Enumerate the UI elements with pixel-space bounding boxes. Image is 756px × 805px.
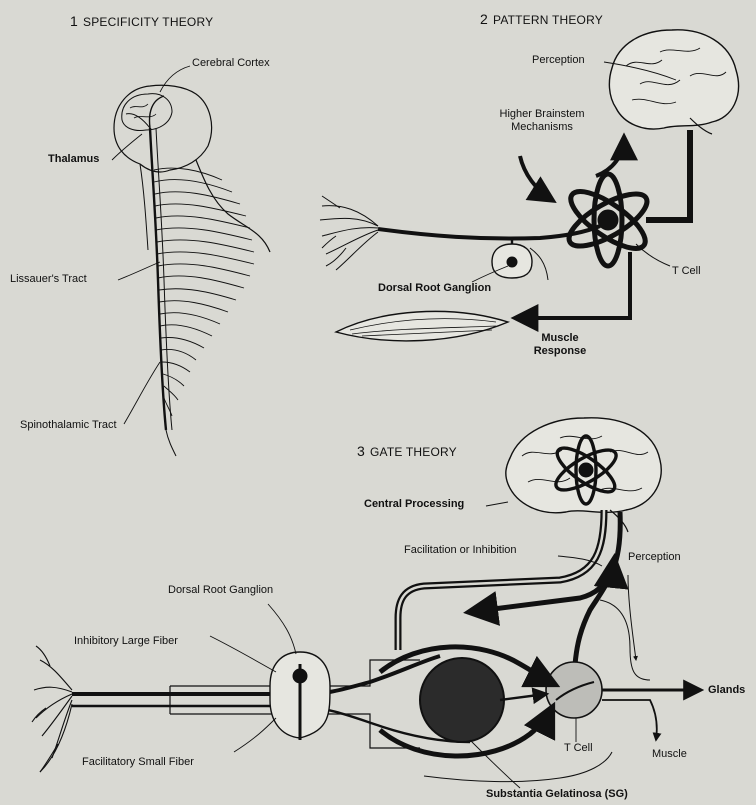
gate-figure <box>32 418 700 788</box>
label-cerebral-cortex: Cerebral Cortex <box>192 57 270 70</box>
label-substantia-gelatinosa: Substantia Gelatinosa (SG) <box>486 788 628 801</box>
label-muscle-response-line2: Response <box>520 345 600 358</box>
inhibitory-large-fiber <box>72 656 440 694</box>
gate-title-text: GATE THEORY <box>370 445 457 459</box>
specificity-title: 1 SPECIFICITY THEORY <box>70 13 213 30</box>
gate-title: 3 GATE THEORY <box>357 443 457 460</box>
label-gate-dorsal-root-ganglion: Dorsal Root Ganglion <box>168 584 273 597</box>
label-muscle: Muscle <box>652 748 687 761</box>
gate-number: 3 <box>357 443 365 459</box>
gate-dendrites <box>32 646 72 772</box>
substantia-gelatinosa <box>420 658 504 742</box>
label-inhibitory-large-fiber: Inhibitory Large Fiber <box>74 635 178 648</box>
label-central-processing: Central Processing <box>364 498 464 511</box>
label-muscle-response-line1: Muscle <box>520 332 600 345</box>
label-higher-brainstem-line1: Higher Brainstem <box>488 108 596 121</box>
label-higher-brainstem: Higher Brainstem Mechanisms <box>488 108 596 133</box>
label-pattern-dorsal-root-ganglion: Dorsal Root Ganglion <box>378 282 491 295</box>
pattern-title: 2 PATTERN THEORY <box>480 11 603 28</box>
label-glands: Glands <box>708 684 745 697</box>
head-outline <box>114 85 212 172</box>
pattern-title-text: PATTERN THEORY <box>493 13 603 27</box>
label-pattern-t-cell: T Cell <box>672 265 701 278</box>
label-higher-brainstem-line2: Mechanisms <box>488 121 596 134</box>
specificity-number: 1 <box>70 13 78 29</box>
specificity-title-text: SPECIFICITY THEORY <box>83 15 213 29</box>
pattern-dendrites <box>320 196 378 270</box>
specificity-figure <box>112 66 270 456</box>
label-spinothalamic-tract: Spinothalamic Tract <box>20 419 117 432</box>
pattern-number: 2 <box>480 11 488 27</box>
label-gate-perception: Perception <box>628 551 681 564</box>
label-muscle-response: Muscle Response <box>520 332 600 357</box>
spinal-nerves <box>154 168 254 416</box>
label-lissauers-tract: Lissauer's Tract <box>10 273 87 286</box>
label-thalamus: Thalamus <box>48 153 99 166</box>
label-pattern-perception: Perception <box>532 54 585 67</box>
label-gate-t-cell: T Cell <box>564 742 593 755</box>
label-facilitation-inhibition: Facilitation or Inhibition <box>404 544 517 557</box>
label-facilitatory-small-fiber: Facilitatory Small Fiber <box>82 756 194 769</box>
